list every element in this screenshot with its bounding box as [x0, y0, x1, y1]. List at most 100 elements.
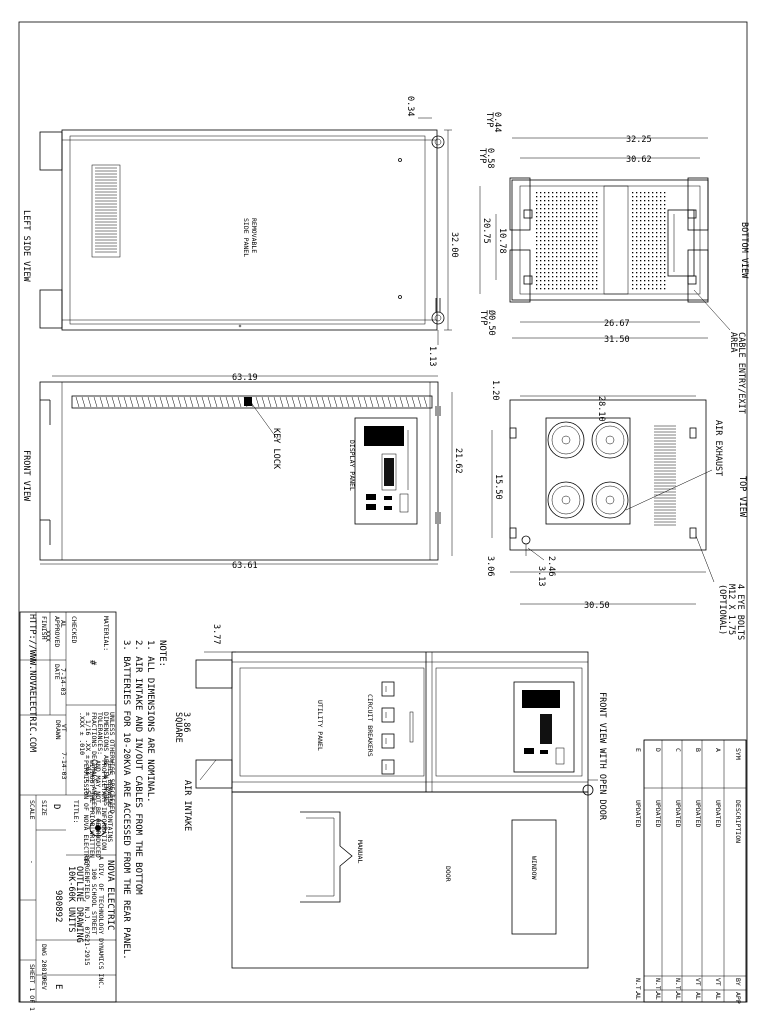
rev-row-by: N.T. — [634, 978, 642, 994]
dim-0-44: 0.44 — [492, 112, 502, 132]
circuit-breakers-label: CIRCUIT BREAKERS — [366, 694, 374, 757]
front-view-label: FRONT VIEW — [21, 450, 31, 502]
rev-row-sym: A — [714, 748, 722, 752]
drawn-value: VT — [60, 724, 68, 732]
company-url: HTTP://WWW.NOVAELECTRIC.COM — [27, 614, 37, 752]
note-heading: NOTE: — [157, 640, 167, 667]
square-label-2: SQUARE — [173, 712, 183, 743]
square-label-1: 3.86 — [181, 712, 191, 732]
fan-icon — [547, 421, 585, 459]
dim-0-44-typ: TYP — [484, 112, 494, 127]
drawing-title-2: 10K-60K UNITS — [66, 866, 76, 933]
foot-icon — [195, 659, 233, 689]
dim-30-62: 30.62 — [626, 155, 652, 165]
dim-32-25: 32.25 — [626, 135, 652, 145]
eye-bolt-icon — [431, 135, 445, 149]
dim-63-61: 63.61 — [232, 561, 258, 571]
approved-date: 7-14-03 — [59, 668, 67, 695]
dim-0-58: 0.58 — [485, 148, 495, 168]
dim-30-50: 30.50 — [584, 601, 610, 611]
rev-row-app: AL — [674, 992, 682, 1000]
dim-0-50-typ: TYP — [478, 310, 488, 325]
proprietary-4: WITHOUT THE PRIOR WRITTEN — [88, 760, 96, 858]
foot-icon — [195, 759, 233, 789]
rev-row-sym: C — [674, 748, 682, 752]
scale-label: SCALE — [28, 800, 36, 820]
dim-1-13: 1.13 — [427, 346, 437, 366]
rev-header-by: BY — [734, 978, 742, 986]
cable-entry-label-2: AREA — [728, 332, 738, 352]
dim-15-50: 15.50 — [493, 474, 503, 500]
eye-bolts-label-2: M12 X 1.75 — [726, 584, 736, 635]
fan-icon — [591, 421, 629, 459]
fan-icon — [547, 481, 585, 519]
finish-value: XXX — [44, 630, 52, 642]
left-side-vent — [91, 164, 121, 258]
manual-pocket — [300, 811, 353, 903]
air-exhaust-label: AIR EXHAUST — [713, 420, 723, 476]
fan-icon — [591, 481, 629, 519]
rev-row-app: AL — [714, 992, 722, 1000]
drawing-title-1: OUTLINE DRAWING — [74, 866, 84, 943]
circuit-breakers — [381, 681, 414, 775]
checked-label: CHECKED — [70, 616, 78, 643]
proprietary-2: PROPRIETARY INFORMATION — [100, 760, 108, 850]
dim-28-10: 28.10 — [596, 396, 606, 422]
rev-row-app: AL — [634, 992, 642, 1000]
approved-label: APPROVED — [53, 616, 61, 647]
dim-20-75: 20.75 — [481, 218, 491, 244]
cable-entry-label-1: CABLE ENTRY/EXIT — [736, 332, 746, 414]
rev-value: E — [53, 984, 63, 989]
unless-4: FRACTIONS DECIMALS ANGLES — [90, 712, 98, 810]
display-panel — [354, 417, 418, 525]
left-side-view-label: LEFT SIDE VIEW — [21, 210, 31, 283]
utility-panel-label: UTILITY PANEL — [316, 700, 324, 751]
note-3: 3. BATTERIES FOR 10-20KVA ARE ACCESSED F… — [121, 640, 131, 960]
dim-1-20: 1.20 — [490, 380, 500, 400]
finish-label: FINISH — [40, 616, 48, 640]
rev-row-description: UPDATED — [694, 800, 702, 827]
dim-63-19: 63.19 — [232, 373, 258, 383]
utility-panel — [239, 667, 425, 777]
window-label: WINDOW — [530, 856, 538, 880]
dim-0-34: 0.34 — [405, 96, 415, 116]
left-side-cabinet — [61, 129, 438, 331]
drawn-date: 7-14-03 — [60, 752, 68, 779]
unless-5: ± 1/16 .XX ± .03 ± .5° — [84, 712, 92, 798]
size-label: SIZE — [40, 800, 48, 816]
eye-bolt-icon — [689, 427, 697, 439]
eye-bolt-icon — [509, 427, 517, 439]
key-lock-icon — [244, 397, 252, 406]
front-open-door-view: CIRCUIT BREAKERS UTILITY PANEL WINDOW DO… — [173, 624, 607, 969]
dim-26-67: 26.67 — [604, 319, 630, 329]
open-display-panel — [513, 681, 575, 773]
rev-row-by: N.T. — [654, 978, 662, 994]
dwg-label: DWG 20819 — [40, 944, 48, 979]
dim-31-50: 31.50 — [604, 335, 630, 345]
rev-row-app: AL — [654, 992, 662, 1000]
notes-block: NOTE: 1. ALL DIMENSIONS ARE NOMINAL. 2. … — [121, 640, 167, 960]
top-view: 30.50 28.10 1.20 15.50 3.06 2.46 3.13 TO… — [485, 380, 747, 640]
door-label: DOOR — [444, 866, 452, 882]
unless-1: UNLESS OTHERWISE SPECIFIED — [108, 712, 116, 814]
dim-21-62: 21.62 — [453, 448, 463, 474]
left-side-foot-bottom — [39, 289, 63, 329]
rev-row-app: AL — [694, 992, 702, 1000]
eye-bolts-label-1: 4 EYE BOLTS — [735, 584, 745, 640]
dim-0-50: Ø0.50 — [486, 310, 497, 336]
unless-3: TOLERANCES: — [96, 712, 104, 755]
note-1: 1. ALL DIMENSIONS ARE NOMINAL. — [145, 640, 155, 803]
approved-value: AL — [59, 620, 67, 628]
company-line-2: 100 SCHOOL STREET — [90, 868, 98, 935]
front-cabinet — [39, 381, 439, 561]
dim-0-58-typ: TYP — [477, 148, 487, 163]
title-label: TITLE: — [72, 800, 80, 823]
rev-row-description: UPDATED — [714, 800, 722, 827]
company-line-1: A DIV. OF TECHNOLOGY DYNAMICS INC. — [97, 856, 105, 989]
sheet-border — [18, 21, 748, 1003]
eye-bolt-icon — [689, 527, 697, 539]
eye-bolts-label-3: (OPTIONAL) — [717, 584, 727, 635]
company-line-3: BERGENFIELD, N.J. 07621-2915 — [83, 856, 91, 966]
eye-bolt-icon — [431, 311, 445, 325]
